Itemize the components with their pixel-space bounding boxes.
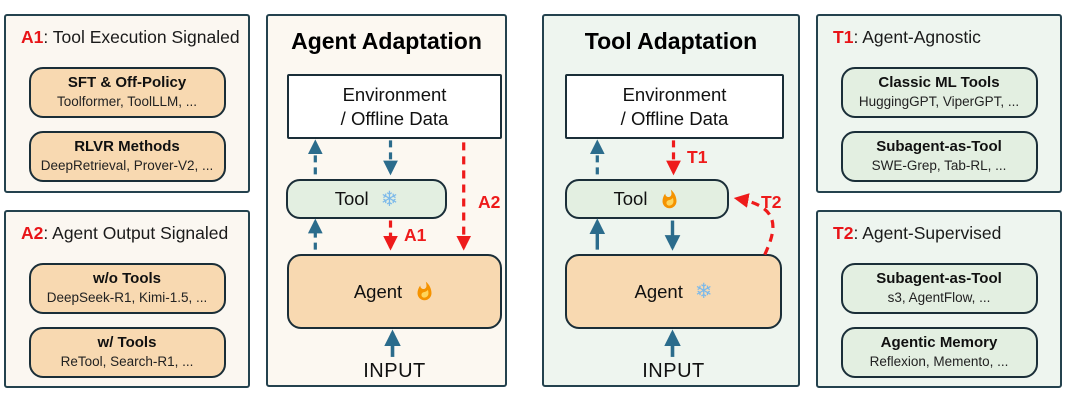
snowflake-icon: ❄ [380, 186, 399, 211]
method-box-title: SFT & Off-Policy [67, 74, 187, 92]
method-box-title: w/o Tools [92, 270, 162, 288]
a2-tag: A2 [21, 223, 44, 243]
environment-line2: / Offline Data [340, 107, 449, 129]
environment-line1: Environment [622, 84, 727, 106]
environment-line2: / Offline Data [620, 107, 729, 129]
tool-adaptation-title: Tool Adaptation [584, 28, 758, 54]
panel-a1-tool-execution-signaled: A1: Tool Execution Signaled SFT & Off-Po… [4, 14, 250, 193]
method-box-sft-off-policy: SFT & Off-Policy Toolformer, ToolLLM, ..… [28, 67, 226, 118]
flame-icon [417, 281, 432, 301]
flame-icon [662, 189, 677, 208]
panel-a2-title: A2: Agent Output Signaled [21, 223, 248, 244]
panel-a1-title: A1: Tool Execution Signaled [21, 27, 248, 48]
method-box-title: w/ Tools [97, 334, 157, 352]
a1-separator: : [43, 27, 53, 47]
tool-box-frozen: Tool ❄ [286, 179, 447, 219]
tool-label: Tool [613, 188, 648, 209]
tool-label: Tool [334, 188, 369, 209]
method-box-examples: DeepSeek-R1, Kimi-1.5, ... [46, 290, 208, 306]
method-box-rlvr-methods: RLVR Methods DeepRetrieval, Prover-V2, .… [28, 131, 226, 182]
panel-t1-agent-agnostic: T1: Agent-Agnostic Classic ML Tools Hugg… [816, 14, 1062, 193]
a1-title-text: Tool Execution Signaled [52, 27, 240, 47]
input-label: INPUT [363, 360, 426, 382]
method-box-examples: SWE-Grep, Tab-RL, ... [871, 158, 1007, 174]
agent-box-trained: Agent [287, 254, 502, 329]
method-box-title: Subagent-as-Tool [876, 270, 1002, 288]
t2-tag: T2 [833, 223, 854, 243]
method-box-w-tools: w/ Tools ReTool, Search-R1, ... [28, 327, 226, 378]
method-box-examples: s3, AgentFlow, ... [887, 290, 991, 306]
diagram-agent-adaptation: Agent Adaptation Environment / Offline D… [266, 14, 507, 387]
signal-label-a1: A1 [404, 225, 427, 245]
environment-box: Environment / Offline Data [287, 74, 502, 139]
signal-label-a2: A2 [478, 192, 501, 212]
panel-a2-agent-output-signaled: A2: Agent Output Signaled w/o Tools Deep… [4, 210, 250, 388]
a1-tag: A1 [21, 27, 44, 47]
signal-label-t2: T2 [761, 192, 782, 212]
t1-tag: T1 [833, 27, 854, 47]
environment-line1: Environment [342, 84, 447, 106]
t1-title-text: Agent-Agnostic [862, 27, 981, 47]
agent-label: Agent [353, 280, 403, 302]
method-box-classic-ml-tools: Classic ML Tools HuggingGPT, ViperGPT, .… [840, 67, 1038, 118]
method-box-wo-tools: w/o Tools DeepSeek-R1, Kimi-1.5, ... [28, 263, 226, 314]
method-box-agentic-memory: Agentic Memory Reflexion, Memento, ... [840, 327, 1038, 378]
t2-title-text: Agent-Supervised [862, 223, 1002, 243]
method-box-examples: HuggingGPT, ViperGPT, ... [858, 94, 1020, 110]
method-box-title: RLVR Methods [74, 138, 180, 156]
method-box-subagent-as-tool: Subagent-as-Tool s3, AgentFlow, ... [840, 263, 1038, 314]
a2-title-text: Agent Output Signaled [52, 223, 229, 243]
method-box-examples: Reflexion, Memento, ... [869, 354, 1009, 370]
input-label: INPUT [642, 360, 705, 382]
method-box-examples: DeepRetrieval, Prover-V2, ... [40, 158, 214, 174]
panel-t2-title: T2: Agent-Supervised [833, 223, 1060, 244]
panel-t2-agent-supervised: T2: Agent-Supervised Subagent-as-Tool s3… [816, 210, 1062, 388]
snowflake-icon: ❄ [694, 279, 713, 303]
signal-label-t1: T1 [687, 147, 708, 167]
agent-adaptation-title: Agent Adaptation [291, 28, 482, 54]
method-box-examples: ReTool, Search-R1, ... [60, 354, 194, 370]
diagram-tool-adaptation: Tool Adaptation Environment / Offline Da… [542, 14, 800, 387]
tool-box-trained: Tool [565, 179, 729, 219]
environment-box: Environment / Offline Data [565, 74, 784, 139]
method-box-subagent-as-tool: Subagent-as-Tool SWE-Grep, Tab-RL, ... [840, 131, 1038, 182]
method-box-title: Agentic Memory [880, 334, 998, 352]
agent-label: Agent [634, 280, 683, 302]
method-box-title: Subagent-as-Tool [876, 138, 1002, 156]
agent-box-frozen: Agent ❄ [565, 254, 782, 329]
panel-t1-title: T1: Agent-Agnostic [833, 27, 1060, 48]
method-box-title: Classic ML Tools [878, 74, 1000, 92]
a2-separator: : [43, 223, 53, 243]
t1-separator: : [853, 27, 863, 47]
method-box-examples: Toolformer, ToolLLM, ... [56, 94, 198, 110]
t2-separator: : [853, 223, 863, 243]
